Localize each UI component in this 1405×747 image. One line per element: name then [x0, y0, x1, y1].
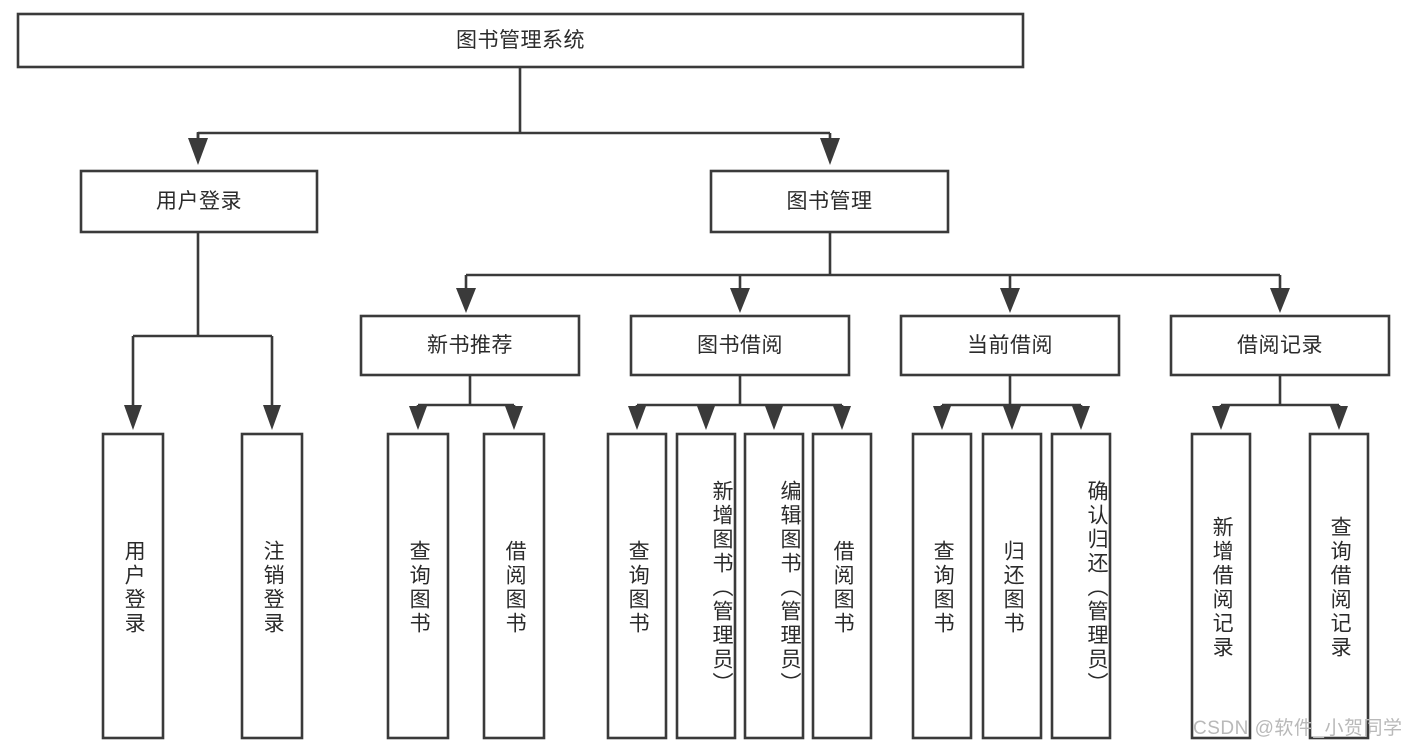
- arrowhead-book-borrow: [730, 288, 750, 313]
- arrowhead-leaf-edit-book-admin: [765, 406, 783, 430]
- leaf-query-books-recommend[interactable]: [386, 432, 450, 740]
- arrowhead-leaf-borrow-books: [833, 406, 851, 430]
- node-current-borrow[interactable]: [899, 314, 1121, 377]
- node-root-book-management-system[interactable]: [16, 12, 1025, 69]
- arrowhead-user-login: [188, 138, 208, 165]
- node-new-book-recommend[interactable]: [359, 314, 581, 377]
- arrowhead-leaf-confirm-return-admin: [1072, 406, 1090, 430]
- arrowhead-leaf-query-books-recommend: [409, 406, 427, 430]
- arrowhead-leaf-return-books: [1003, 406, 1021, 430]
- leaf-query-borrow-record[interactable]: [1308, 432, 1370, 740]
- arrowhead-leaf-query-borrow-record: [1330, 406, 1348, 430]
- leaf-user-login[interactable]: [101, 432, 165, 740]
- node-book-borrow[interactable]: [629, 314, 851, 377]
- node-book-management[interactable]: [709, 169, 950, 234]
- arrowhead-current-borrow: [1000, 288, 1020, 313]
- leaf-query-books-current[interactable]: [911, 432, 973, 740]
- arrowhead-leaf-add-book-admin: [697, 406, 715, 430]
- arrowhead-leaf-add-borrow-record: [1212, 406, 1230, 430]
- node-user-login[interactable]: [79, 169, 319, 234]
- arrowhead-new-book-recommend: [456, 288, 476, 313]
- node-borrow-record[interactable]: [1169, 314, 1391, 377]
- arrowhead-leaf-borrow-books-recommend: [505, 406, 523, 430]
- leaf-edit-book-admin[interactable]: [743, 432, 805, 740]
- arrowhead-leaf-query-books-borrow: [628, 406, 646, 430]
- leaf-add-book-admin[interactable]: [675, 432, 737, 740]
- leaf-borrow-books[interactable]: [811, 432, 873, 740]
- arrowhead-leaf-user-login: [124, 405, 142, 430]
- arrowhead-leaf-query-books-current: [933, 406, 951, 430]
- arrowhead-book-management: [820, 138, 840, 165]
- arrowhead-borrow-record: [1270, 288, 1290, 313]
- leaf-add-borrow-record[interactable]: [1190, 432, 1252, 740]
- leaf-query-books-borrow[interactable]: [606, 432, 668, 740]
- arrowhead-leaf-logout: [263, 405, 281, 430]
- leaf-borrow-books-recommend[interactable]: [482, 432, 546, 740]
- leaf-logout[interactable]: [240, 432, 304, 740]
- leaf-return-books[interactable]: [981, 432, 1043, 740]
- leaf-confirm-return-admin[interactable]: [1050, 432, 1112, 740]
